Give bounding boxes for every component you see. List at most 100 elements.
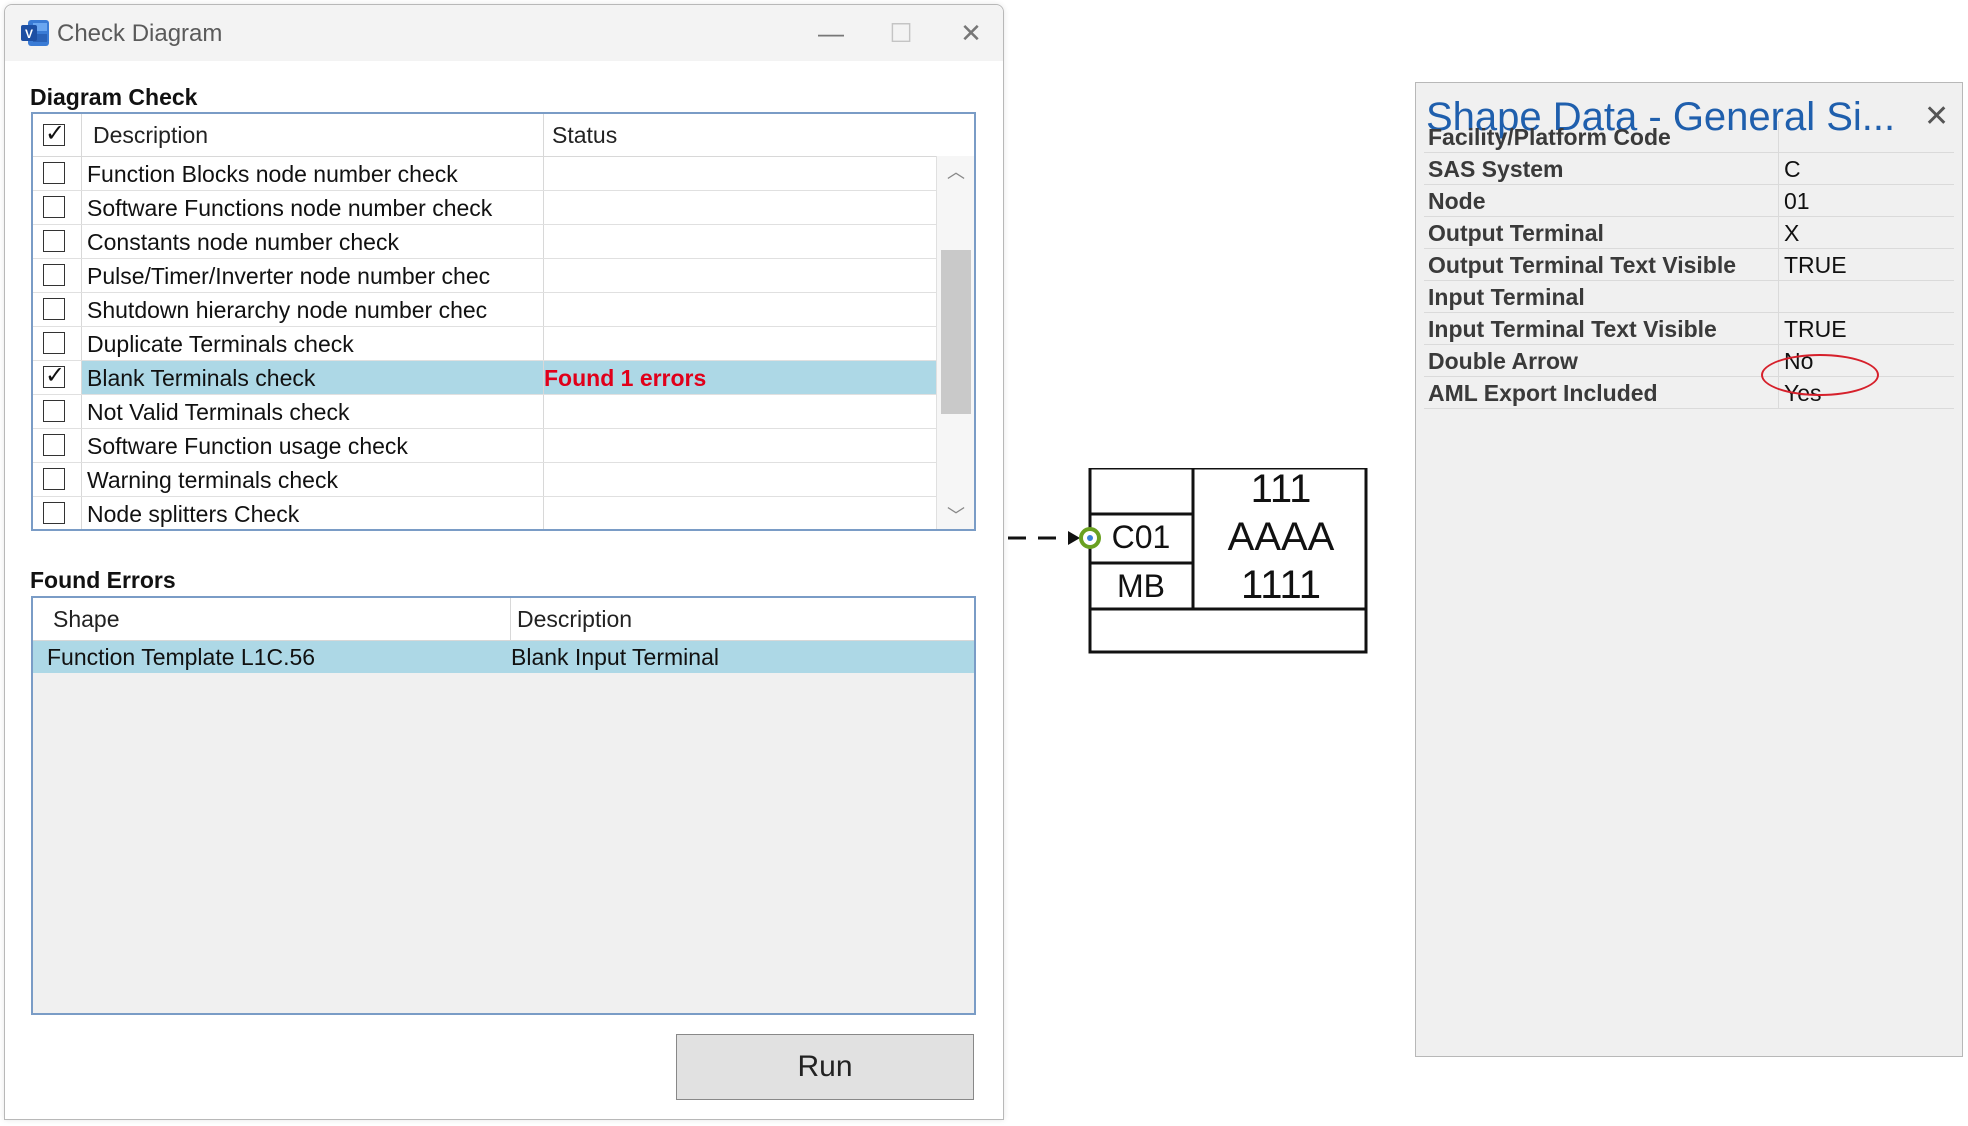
row-checkbox[interactable]	[43, 298, 65, 320]
check-row[interactable]: Software Functions node number check	[33, 191, 936, 225]
minimize-button[interactable]: —	[818, 17, 844, 48]
connector-arrow-icon	[1068, 531, 1080, 545]
found-errors-grid[interactable]: Shape Description Function Template L1C.…	[31, 596, 976, 1015]
row-checkbox[interactable]	[43, 264, 65, 286]
panel-close-icon[interactable]: ✕	[1924, 100, 1950, 133]
property-name: Input Terminal Text Visible	[1428, 316, 1717, 342]
shape-data-row[interactable]: Output Terminal Text Visible TRUE	[1424, 249, 1954, 281]
check-row[interactable]: Not Valid Terminals check	[33, 395, 936, 429]
check-status	[544, 395, 936, 428]
check-row[interactable]: Shutdown hierarchy node number chec	[33, 293, 936, 327]
check-description: Node splitters Check	[87, 501, 300, 527]
property-value[interactable]: TRUE	[1784, 316, 1847, 342]
check-row[interactable]: Constants node number check	[33, 225, 936, 259]
scroll-thumb[interactable]	[941, 250, 971, 414]
scroll-up-icon[interactable]: ︿	[947, 162, 965, 182]
shape-data-row[interactable]: Output Terminal X	[1424, 217, 1954, 249]
check-status: Found 1 errors	[544, 361, 936, 394]
check-description: Software Functions node number check	[87, 195, 493, 221]
row-divider	[1778, 249, 1779, 281]
check-row[interactable]: Warning terminals check	[33, 463, 936, 497]
window-title: Check Diagram	[57, 20, 223, 47]
shape-line3: 1111	[1241, 563, 1321, 607]
row-checkbox[interactable]	[43, 400, 65, 422]
row-checkbox[interactable]	[43, 230, 65, 252]
run-button[interactable]: Run	[676, 1034, 974, 1100]
errors-grid-header: Shape Description	[33, 598, 974, 641]
property-value[interactable]: 01	[1784, 188, 1810, 214]
annotation-circle	[1761, 354, 1879, 396]
check-row[interactable]: Pulse/Timer/Inverter node number chec	[33, 259, 936, 293]
error-row[interactable]: Function Template L1C.56 Blank Input Ter…	[33, 641, 974, 673]
vertical-scrollbar[interactable]: ︿ ﹀	[936, 156, 974, 529]
panel-title: Shape Data - General Si...	[1426, 95, 1896, 139]
shape-line2: AAAA	[1228, 515, 1335, 559]
check-description: Function Blocks node number check	[87, 161, 458, 187]
check-row[interactable]: Duplicate Terminals check	[33, 327, 936, 361]
shape-data-row[interactable]: Input Terminal	[1424, 281, 1954, 313]
check-row[interactable]: Function Blocks node number check	[33, 157, 936, 191]
grid-divider	[510, 598, 511, 640]
check-status	[544, 463, 936, 496]
column-header-description[interactable]: Description	[93, 122, 209, 148]
diagram-check-label: Diagram Check	[30, 84, 198, 110]
maximize-button[interactable]: ☐	[889, 17, 913, 48]
column-header-error-description[interactable]: Description	[517, 606, 633, 632]
check-description: Duplicate Terminals check	[87, 331, 354, 357]
property-name: Node	[1428, 188, 1486, 214]
property-name: AML Export Included	[1428, 380, 1658, 406]
property-name: Output Terminal	[1428, 220, 1604, 246]
property-value[interactable]: X	[1784, 220, 1800, 246]
column-header-status[interactable]: Status	[552, 122, 618, 148]
check-row[interactable]: Software Function usage check	[33, 429, 936, 463]
grid-divider	[543, 114, 544, 529]
check-description: Warning terminals check	[87, 467, 338, 493]
check-status	[544, 429, 936, 462]
checkmark-icon: ✓	[45, 120, 66, 147]
row-divider	[1778, 313, 1779, 345]
shape-line1: 111	[1251, 468, 1312, 511]
property-name: Input Terminal	[1428, 284, 1585, 310]
select-all-checkbox[interactable]: ✓	[43, 120, 65, 147]
row-divider	[1778, 121, 1779, 153]
property-value[interactable]: TRUE	[1784, 252, 1847, 278]
check-status	[544, 225, 936, 258]
row-divider	[1778, 153, 1779, 185]
function-template-shape[interactable]: C01 MB 111 AAAA 1111	[1008, 468, 1388, 668]
check-status	[544, 497, 936, 529]
shape-data-row[interactable]: Node 01	[1424, 185, 1954, 217]
check-description: Software Function usage check	[87, 433, 408, 459]
row-checkbox[interactable]	[43, 434, 65, 456]
column-header-shape[interactable]: Shape	[53, 606, 120, 632]
property-value[interactable]: C	[1784, 156, 1801, 182]
check-status	[544, 157, 936, 190]
shape-sub-label: MB	[1117, 568, 1165, 604]
shape-body[interactable]	[1088, 468, 1368, 654]
row-checkbox[interactable]: ✓	[43, 362, 65, 389]
shape-data-row[interactable]: Facility/Platform Code	[1424, 121, 1954, 153]
scroll-down-icon[interactable]: ﹀	[947, 506, 965, 526]
check-status	[544, 327, 936, 360]
row-divider	[1778, 217, 1779, 249]
row-checkbox[interactable]	[43, 196, 65, 218]
row-checkbox[interactable]	[43, 502, 65, 524]
check-row[interactable]: Node splitters Check	[33, 497, 936, 529]
title-bar[interactable]: V Check Diagram — ☐ ✕	[5, 5, 1003, 61]
found-errors-label: Found Errors	[30, 567, 176, 593]
property-name: Output Terminal Text Visible	[1428, 252, 1736, 278]
row-checkbox[interactable]	[43, 162, 65, 184]
shape-data-row[interactable]: Input Terminal Text Visible TRUE	[1424, 313, 1954, 345]
row-checkbox[interactable]	[43, 332, 65, 354]
row-checkbox[interactable]	[43, 468, 65, 490]
close-button[interactable]: ✕	[960, 17, 982, 48]
shape-data-panel: Shape Data - General Si... ✕ Facility/Pl…	[1415, 82, 1963, 1057]
check-status	[544, 293, 936, 326]
check-status	[544, 259, 936, 292]
grid-divider	[81, 114, 82, 529]
property-name: Double Arrow	[1428, 348, 1578, 374]
check-description: Not Valid Terminals check	[87, 399, 350, 425]
diagram-check-grid[interactable]: ✓ Description Status Function Blocks nod…	[31, 112, 976, 531]
check-description: Constants node number check	[87, 229, 399, 255]
